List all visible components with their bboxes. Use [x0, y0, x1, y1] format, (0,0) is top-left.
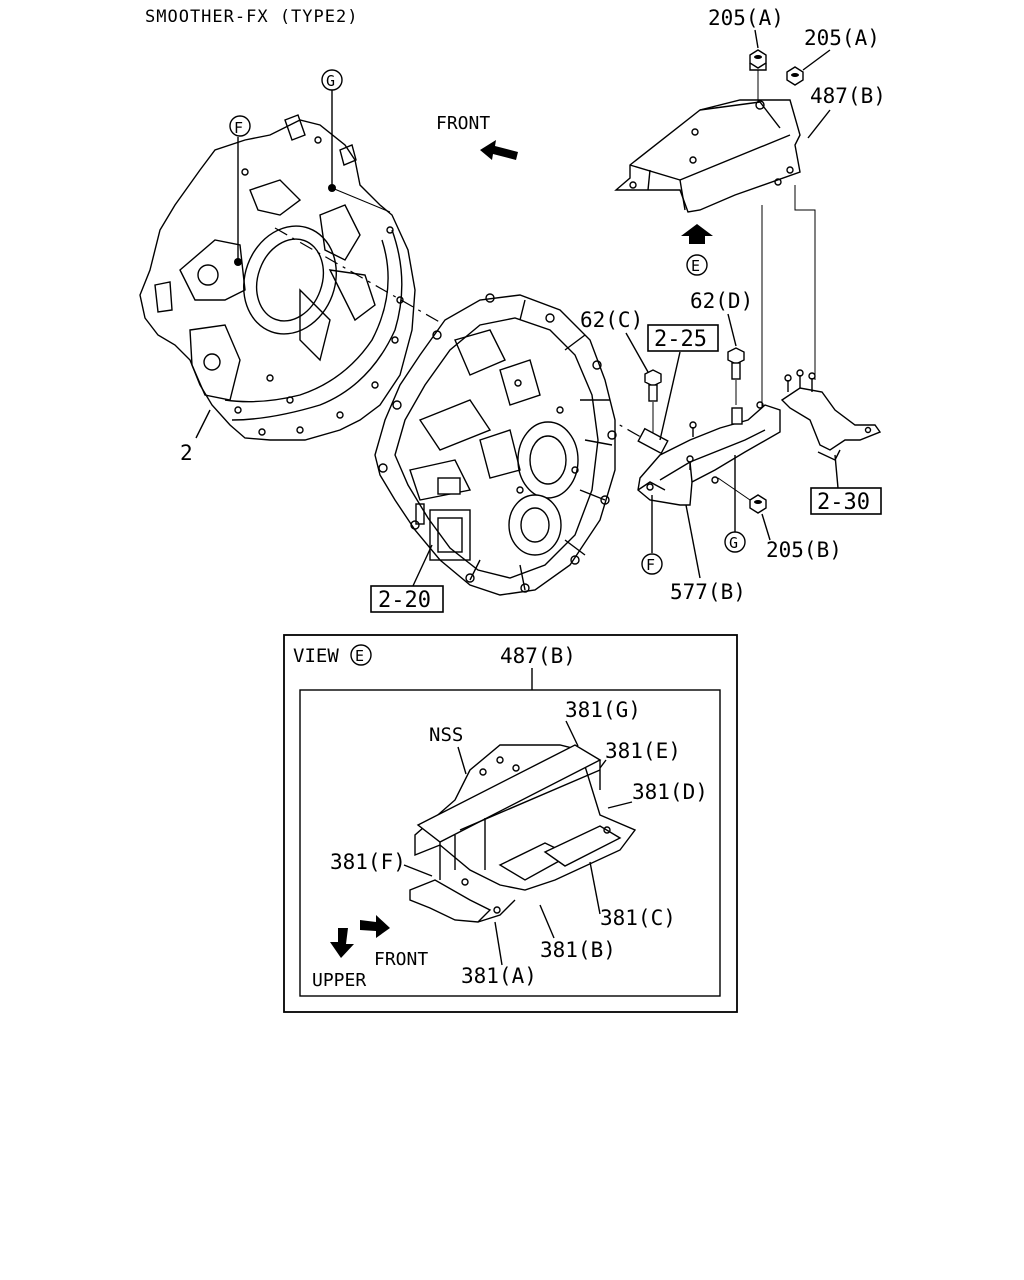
view-e-381f: 381(F) — [330, 850, 406, 874]
bracket-577b-drawing — [637, 401, 781, 506]
diagram-title: SMOOTHER-FX (TYPE2) — [145, 7, 358, 27]
view-e-arrow-icon — [681, 224, 713, 244]
marker-e: E — [686, 254, 708, 276]
view-e-part-487b: 487(B) — [500, 644, 576, 668]
marker-g-bottom: G — [724, 455, 746, 553]
view-e-nss: NSS — [429, 724, 463, 746]
svg-text:G: G — [326, 72, 335, 90]
cover-view-e-drawing — [409, 744, 637, 923]
bolt-62d-icon — [727, 347, 745, 405]
front-arrow-top-icon — [480, 140, 518, 160]
callout-487b-top: 487(B) — [810, 84, 886, 108]
callout-205a-1: 205(A) — [708, 6, 784, 30]
clutch-housing-drawing — [139, 114, 416, 441]
callout-577b: 577(B) — [670, 580, 746, 604]
svg-text:G: G — [729, 534, 738, 552]
view-e-upper-label: UPPER — [312, 970, 366, 991]
nut-205a-2-icon — [786, 66, 804, 86]
transmission-case-drawing — [374, 293, 617, 596]
front-label-top: FRONT — [436, 113, 490, 134]
ref-box-2-25-label: 2-25 — [654, 327, 707, 352]
view-e-381g: 381(G) — [565, 698, 641, 722]
front-arrow-view-e-icon — [360, 915, 390, 938]
view-e-marker: E — [350, 644, 372, 666]
marker-f-top: F — [229, 115, 251, 266]
svg-text:E: E — [691, 257, 700, 275]
marker-f-bottom: F — [641, 495, 663, 575]
svg-text:F: F — [234, 119, 243, 137]
view-e-381a: 381(A) — [461, 964, 537, 988]
nut-205a-1-icon — [749, 49, 767, 103]
bracket-2-30-drawing — [780, 369, 882, 461]
nut-205b-icon — [717, 477, 767, 514]
view-e-381e: 381(E) — [605, 739, 681, 763]
callout-205b: 205(B) — [766, 538, 842, 562]
ref-box-2-20-label: 2-20 — [378, 588, 431, 613]
ref-box-2-25[interactable] — [647, 324, 719, 352]
callout-62c: 62(C) — [580, 308, 643, 332]
svg-text:E: E — [355, 647, 364, 665]
svg-text:F: F — [646, 556, 655, 574]
view-e-381c: 381(C) — [600, 906, 676, 930]
ref-box-2-20[interactable] — [370, 585, 444, 613]
ref-box-2-30[interactable] — [810, 487, 882, 515]
cover-487b-drawing — [614, 99, 801, 213]
view-e-381b: 381(B) — [540, 938, 616, 962]
marker-g-top: G — [321, 69, 391, 213]
view-e-label: VIEW — [293, 645, 339, 667]
callout-62d: 62(D) — [690, 289, 753, 313]
view-e-381d: 381(D) — [632, 780, 708, 804]
callout-2: 2 — [180, 441, 193, 465]
view-e-front-label: FRONT — [374, 949, 428, 970]
ref-box-2-30-label: 2-30 — [817, 490, 870, 515]
upper-arrow-icon — [330, 928, 354, 958]
callout-205a-2: 205(A) — [804, 26, 880, 50]
stud-axis-icon — [637, 427, 669, 455]
